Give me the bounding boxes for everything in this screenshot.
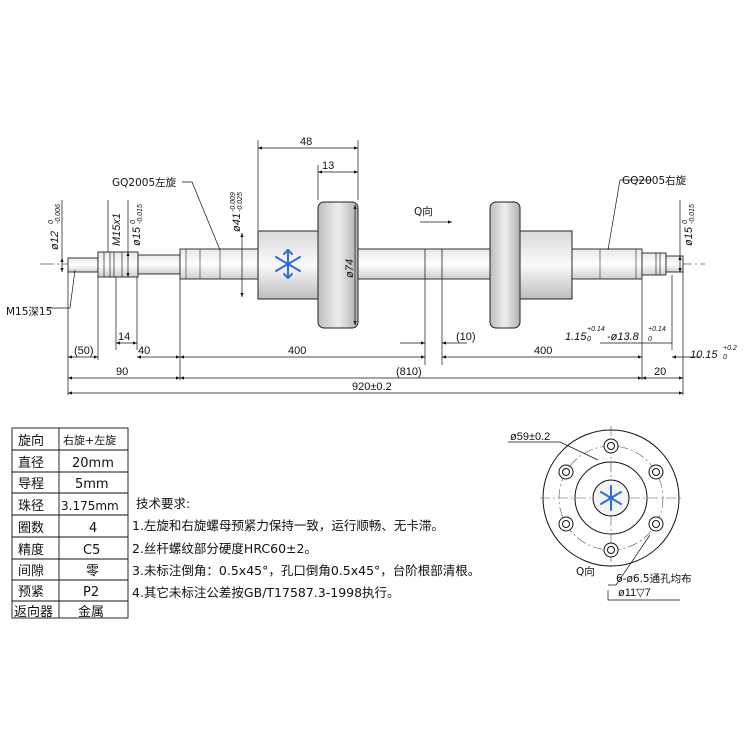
right-thread-shaft (571, 248, 643, 280)
right-nut-body (519, 230, 573, 300)
svg-text:10.15: 10.15 (690, 349, 718, 361)
dim-d15-right-tol-bot: -0.015 (689, 204, 696, 224)
tech-item: 3.未标注倒角：0.5x45°，孔口倒角0.5x45°，台阶根部清根。 (132, 563, 480, 578)
flange-counterbore: ø11▽7 (618, 587, 651, 599)
dim-d15-left: ø15 (131, 226, 143, 246)
dim-1-15-tol-top: +0.14 (587, 326, 605, 333)
dim-10: (10) (456, 331, 476, 343)
dim-1-15: 1.15 (565, 331, 587, 343)
spec-value: 零 (86, 564, 99, 579)
dim-13: 13 (322, 160, 334, 172)
bolt-holes (558, 438, 664, 558)
dim-20: 20 (654, 366, 666, 378)
dim-1-15-tol-bot: 0 (587, 336, 591, 343)
dim-10-15: 10.15 (690, 349, 718, 361)
dim-d15-left-tol-bot: -0.015 (137, 204, 144, 224)
label-left-thread: GQ2005左旋 (112, 176, 177, 189)
tech-heading: 技术要求: (136, 496, 190, 511)
spec-key: 珠径 (18, 499, 44, 514)
dim-50: (50) (74, 345, 94, 357)
dim-d12-tol-bot: -0.006 (55, 204, 62, 224)
tech-item: 1.左旋和右旋螺母预紧力保持一致，运行顺畅、无卡滞。 (132, 518, 444, 533)
spec-value: 3.175mm (61, 499, 119, 513)
spec-value: 右旋+左旋 (63, 433, 116, 447)
dim-d13-8: -ø13.8 (607, 331, 640, 343)
spec-key: 精度 (18, 542, 44, 558)
dim-d41: ø41 (231, 213, 243, 232)
dim-d15-right-tol-top: 0 (682, 220, 689, 224)
spec-value: P2 (83, 585, 99, 600)
dimension-lines (48, 140, 700, 395)
flange-view: ø59±0.2 Q向 6-ø6.5通孔均布 ø11▽7 (508, 426, 692, 601)
spec-value: 5mm (75, 477, 109, 492)
dim-14: 14 (118, 331, 130, 343)
dim-d12-tol-top: 0 (48, 220, 55, 224)
nut-body-circle (574, 461, 648, 535)
spec-value: 4 (89, 521, 97, 536)
dim-d13-8-tol-bot: 0 (648, 336, 652, 343)
tech-requirements: 技术要求: 1.左旋和右旋螺母预紧力保持一致，运行顺畅、无卡滞。 2.丝杆螺纹部… (132, 496, 480, 600)
spec-table (11, 427, 129, 619)
dim-10-15-tol-bot: 0 (723, 354, 727, 361)
left-end-journal (67, 257, 99, 273)
flange-holes: 6-ø6.5通孔均布 (616, 572, 692, 585)
dim-d15-left-tol-top: 0 (130, 220, 137, 224)
svg-text:-ø13.8: -ø13.8 (607, 331, 640, 343)
spec-table-text: 旋向 右旋+左旋 直径 20mm 导程 5mm 珠径 3.175mm 圈数 4 … (14, 433, 119, 620)
right-nut-flange (489, 201, 521, 329)
spec-key: 预紧 (18, 585, 44, 600)
label-right-thread: GQ2005右旋 (622, 174, 687, 187)
left-nut-flange (317, 201, 359, 329)
dim-400-left: 400 (288, 345, 306, 357)
dim-90: 90 (116, 366, 128, 378)
dim-920: 920±0.2 (352, 381, 392, 393)
spec-value: 20mm (72, 456, 114, 471)
spec-key: 直径 (18, 456, 44, 471)
spec-key: 旋向 (18, 433, 44, 449)
spec-key: 返向器 (14, 604, 53, 620)
svg-text:1.15: 1.15 (565, 331, 587, 343)
spec-value: C5 (83, 543, 100, 558)
dimension-texts: 48 13 GQ2005左旋 GQ2005右旋 ø12 0 -0.006 M15… (6, 136, 737, 393)
side-view (40, 201, 705, 329)
dim-d74: ø74 (344, 259, 356, 278)
spec-key: 间隙 (18, 564, 44, 579)
brand-snowflake-icon (275, 249, 301, 279)
dim-d41-tol-top: -0.009 (230, 192, 237, 212)
label-m15-depth: M15深15 (6, 306, 52, 318)
label-q-direction: Q向 (414, 205, 433, 218)
dim-400-right: 400 (534, 345, 552, 357)
dim-d13-8-tol-top: +0.14 (648, 326, 666, 333)
spec-key: 圈数 (18, 521, 44, 536)
flange-d59: ø59±0.2 (510, 431, 550, 443)
dim-d41-tol-bot: -0.025 (237, 192, 244, 212)
dim-10-15-tol-top: +0.2 (723, 345, 737, 352)
spec-value: 金属 (78, 604, 104, 620)
right-end-journal (641, 252, 667, 276)
middle-shaft (357, 248, 491, 280)
left-bearing-seat (97, 251, 139, 278)
dim-d15-right: ø15 (683, 226, 695, 246)
tech-item: 4.其它未标注公差按GB/T17587.3-1998执行。 (132, 585, 400, 600)
dim-m15x1: M15x1 (111, 213, 123, 246)
dim-48: 48 (300, 136, 312, 148)
spec-key: 导程 (18, 477, 44, 492)
dim-810: (810) (396, 366, 422, 378)
tech-item: 2.丝杆螺纹部分硬度HRC60±2。 (132, 541, 317, 556)
flange-snowflake-icon (600, 485, 622, 511)
svg-text:ø12: ø12 (49, 231, 61, 250)
flange-q-direction: Q向 (576, 565, 595, 578)
dim-d12: ø12 (49, 231, 61, 250)
left-thread-shaft (179, 248, 259, 280)
dim-40: 40 (138, 345, 150, 357)
